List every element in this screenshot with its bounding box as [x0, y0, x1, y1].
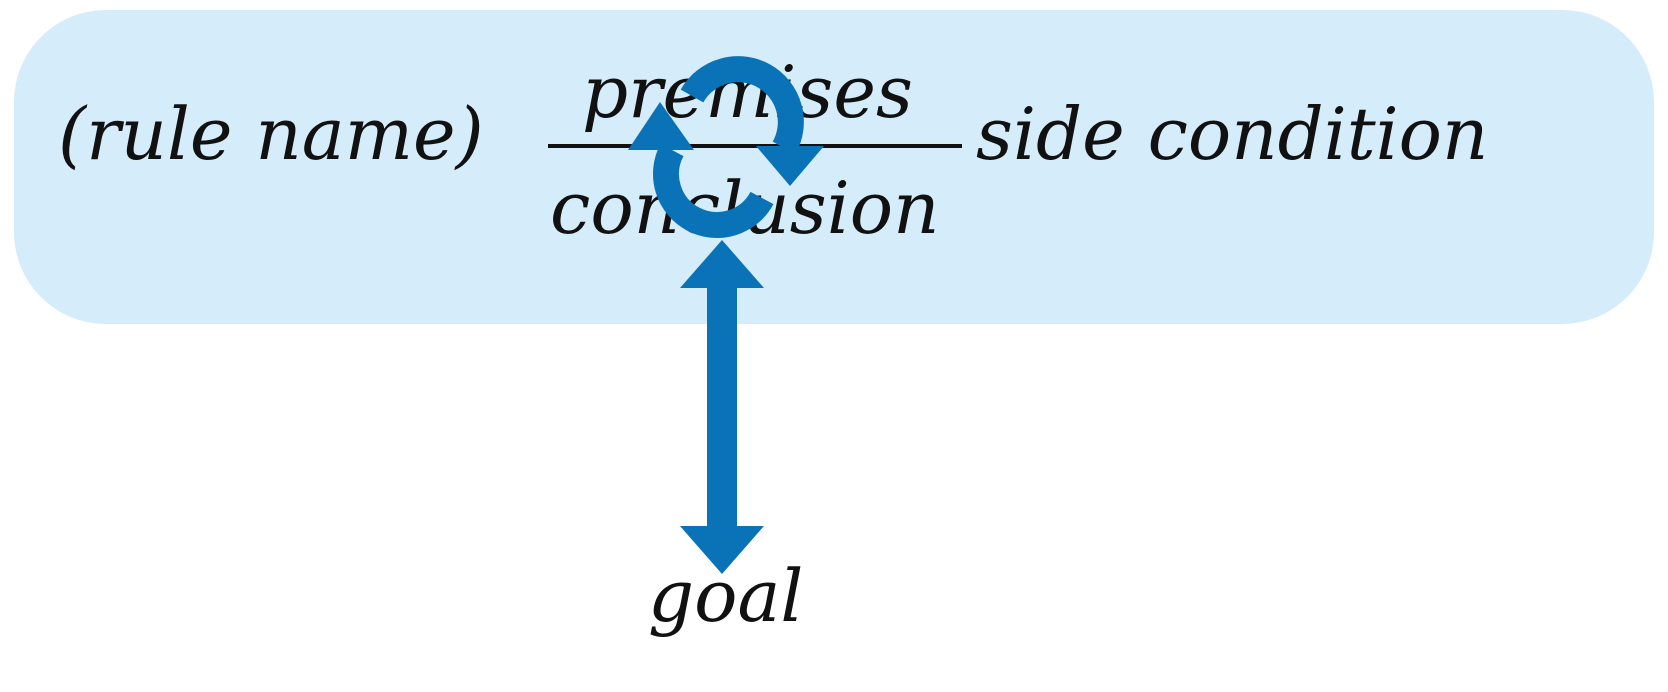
rule-panel [14, 10, 1654, 324]
refresh-cycle-icon [628, 56, 824, 238]
rule-name-label: (rule name) [58, 92, 484, 176]
goal-label: goal [648, 554, 804, 638]
side-condition-label: side condition [976, 92, 1489, 176]
inference-bar [548, 144, 962, 148]
double-headed-arrow-icon [680, 240, 764, 574]
